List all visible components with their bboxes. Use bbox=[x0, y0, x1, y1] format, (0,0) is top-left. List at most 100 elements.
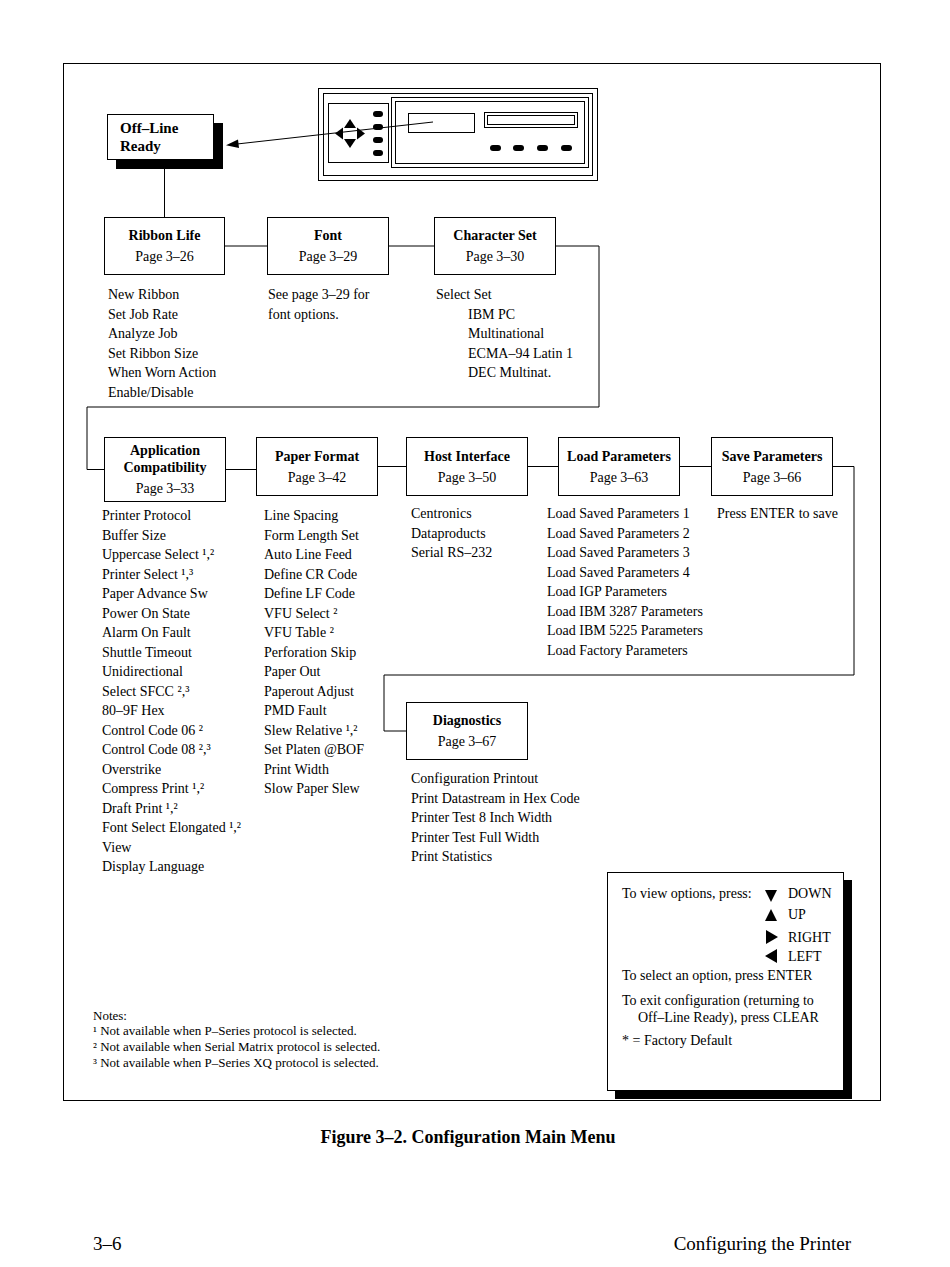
figure-frame bbox=[64, 64, 881, 1101]
menu-option: Control Code 08 ²,³ bbox=[102, 740, 211, 760]
menu-option: Printer Test Full Width bbox=[411, 828, 539, 848]
key-left bbox=[335, 128, 343, 140]
menu-option: VFU Select ² bbox=[264, 604, 337, 624]
instruction-text: To select an option, press ENTER bbox=[622, 967, 812, 984]
menu-title: Load Parameters bbox=[567, 448, 671, 465]
key bbox=[513, 145, 524, 151]
page-reference: Page 3–42 bbox=[288, 469, 347, 486]
menu-box: Ribbon LifePage 3–26 bbox=[104, 217, 225, 275]
menu-title: Character Set bbox=[453, 227, 536, 244]
page-reference: Page 3–50 bbox=[438, 469, 497, 486]
menu-option: Load Factory Parameters bbox=[547, 641, 688, 661]
menu-title: Font bbox=[314, 227, 342, 244]
page-footer: Configuring the Printer bbox=[674, 1233, 851, 1255]
menu-option: IBM PC bbox=[468, 305, 515, 325]
menu-option: Control Code 06 ² bbox=[102, 721, 203, 741]
page-reference: Page 3–67 bbox=[438, 733, 497, 750]
menu-box: FontPage 3–29 bbox=[267, 217, 389, 275]
instruction-text: UP bbox=[788, 906, 806, 923]
menu-box: Off–Line Ready bbox=[107, 114, 214, 160]
menu-option: ECMA–94 Latin 1 bbox=[468, 344, 573, 364]
menu-option: Load Saved Parameters 3 bbox=[547, 543, 690, 563]
menu-connector bbox=[87, 246, 599, 470]
menu-option: 80–9F Hex bbox=[102, 701, 165, 721]
instruction-text: RIGHT bbox=[788, 929, 831, 946]
menu-option: Define CR Code bbox=[264, 565, 357, 585]
menu-option: Define LF Code bbox=[264, 584, 355, 604]
menu-option: Printer Protocol bbox=[102, 506, 191, 526]
leader-line bbox=[237, 122, 433, 144]
menu-option: Select Set bbox=[436, 285, 492, 305]
menu-option: Uppercase Select ¹,² bbox=[102, 545, 214, 565]
page-reference: Page 3–30 bbox=[466, 248, 525, 265]
menu-option: Load Saved Parameters 4 bbox=[547, 563, 690, 583]
menu-title: Application Compatibility bbox=[111, 442, 219, 476]
right-key-symbol bbox=[766, 930, 778, 944]
leader-arrowhead bbox=[226, 140, 239, 149]
menu-option: Paper Advance Sw bbox=[102, 584, 208, 604]
menu-option: Analyze Job bbox=[108, 324, 178, 344]
menu-option: Overstrike bbox=[102, 760, 161, 780]
key bbox=[537, 145, 548, 151]
menu-box: Load ParametersPage 3–63 bbox=[558, 437, 680, 496]
menu-option: Form Length Set bbox=[264, 526, 359, 546]
display-inner bbox=[396, 102, 585, 164]
menu-option: Serial RS–232 bbox=[411, 543, 492, 563]
figure-caption: Figure 3–2. Configuration Main Menu bbox=[0, 1126, 936, 1148]
menu-option: Set Ribbon Size bbox=[108, 344, 198, 364]
menu-option: Load IBM 5225 Parameters bbox=[547, 621, 703, 641]
menu-option: Load Saved Parameters 2 bbox=[547, 524, 690, 544]
page-reference: Page 3–29 bbox=[299, 248, 358, 265]
menu-title: Off–Line Ready bbox=[120, 119, 201, 155]
page-reference: Page 3–63 bbox=[590, 469, 649, 486]
arrow-keys bbox=[335, 119, 365, 148]
display-area bbox=[392, 98, 589, 168]
menu-box: Host InterfacePage 3–50 bbox=[406, 437, 528, 496]
menu-option: Printer Test 8 Inch Width bbox=[411, 808, 552, 828]
menu-option: Set Job Rate bbox=[108, 305, 178, 325]
menu-option: Set Platen @BOF bbox=[264, 740, 364, 760]
menu-option: Printer Select ¹,³ bbox=[102, 565, 193, 585]
menu-box: Paper FormatPage 3–42 bbox=[256, 437, 378, 496]
instruction-text: To view options, press: bbox=[622, 885, 752, 902]
menu-option: Select SFCC ²,³ bbox=[102, 682, 189, 702]
menu-connector bbox=[528, 466, 558, 467]
footnote: Notes: bbox=[93, 1008, 127, 1024]
menu-option: PMD Fault bbox=[264, 701, 327, 721]
menu-option: Buffer Size bbox=[102, 526, 166, 546]
menu-option: Configuration Printout bbox=[411, 769, 538, 789]
menu-option: Print Statistics bbox=[411, 847, 492, 867]
key bbox=[561, 145, 572, 151]
status-window bbox=[485, 113, 578, 128]
menu-connector bbox=[378, 466, 406, 467]
menu-connector bbox=[226, 469, 256, 470]
menu-option: Load IGP Parameters bbox=[547, 582, 667, 602]
menu-option: Auto Line Feed bbox=[264, 545, 352, 565]
menu-option: When Worn Action bbox=[108, 363, 216, 383]
instruction-text: LEFT bbox=[788, 948, 821, 965]
lcd-window bbox=[409, 114, 475, 133]
page-reference: Page 3–33 bbox=[136, 480, 195, 497]
menu-title: Paper Format bbox=[275, 448, 359, 465]
menu-connector bbox=[225, 246, 267, 247]
menu-title: Save Parameters bbox=[722, 448, 823, 465]
menu-option: Centronics bbox=[411, 504, 472, 524]
menu-option: Font Select Elongated ¹,² bbox=[102, 818, 241, 838]
menu-box: DiagnosticsPage 3–67 bbox=[406, 702, 528, 760]
left-key-symbol bbox=[765, 949, 777, 963]
menu-option: Print Width bbox=[264, 760, 329, 780]
instruction-text: * = Factory Default bbox=[622, 1032, 732, 1049]
menu-option: Enable/Disable bbox=[108, 383, 194, 403]
status-window-inner bbox=[488, 116, 575, 125]
menu-option: Load Saved Parameters 1 bbox=[547, 504, 690, 524]
menu-option: Press ENTER to save bbox=[717, 504, 838, 524]
key bbox=[373, 111, 383, 117]
menu-option: Unidirectional bbox=[102, 662, 183, 682]
page-footer: 3–6 bbox=[93, 1233, 122, 1255]
menu-box: Application CompatibilityPage 3–33 bbox=[104, 437, 226, 502]
menu-title: Host Interface bbox=[424, 448, 510, 465]
menu-option: Compress Print ¹,² bbox=[102, 779, 204, 799]
key bbox=[373, 124, 383, 130]
menu-option: Shuttle Timeout bbox=[102, 643, 192, 663]
